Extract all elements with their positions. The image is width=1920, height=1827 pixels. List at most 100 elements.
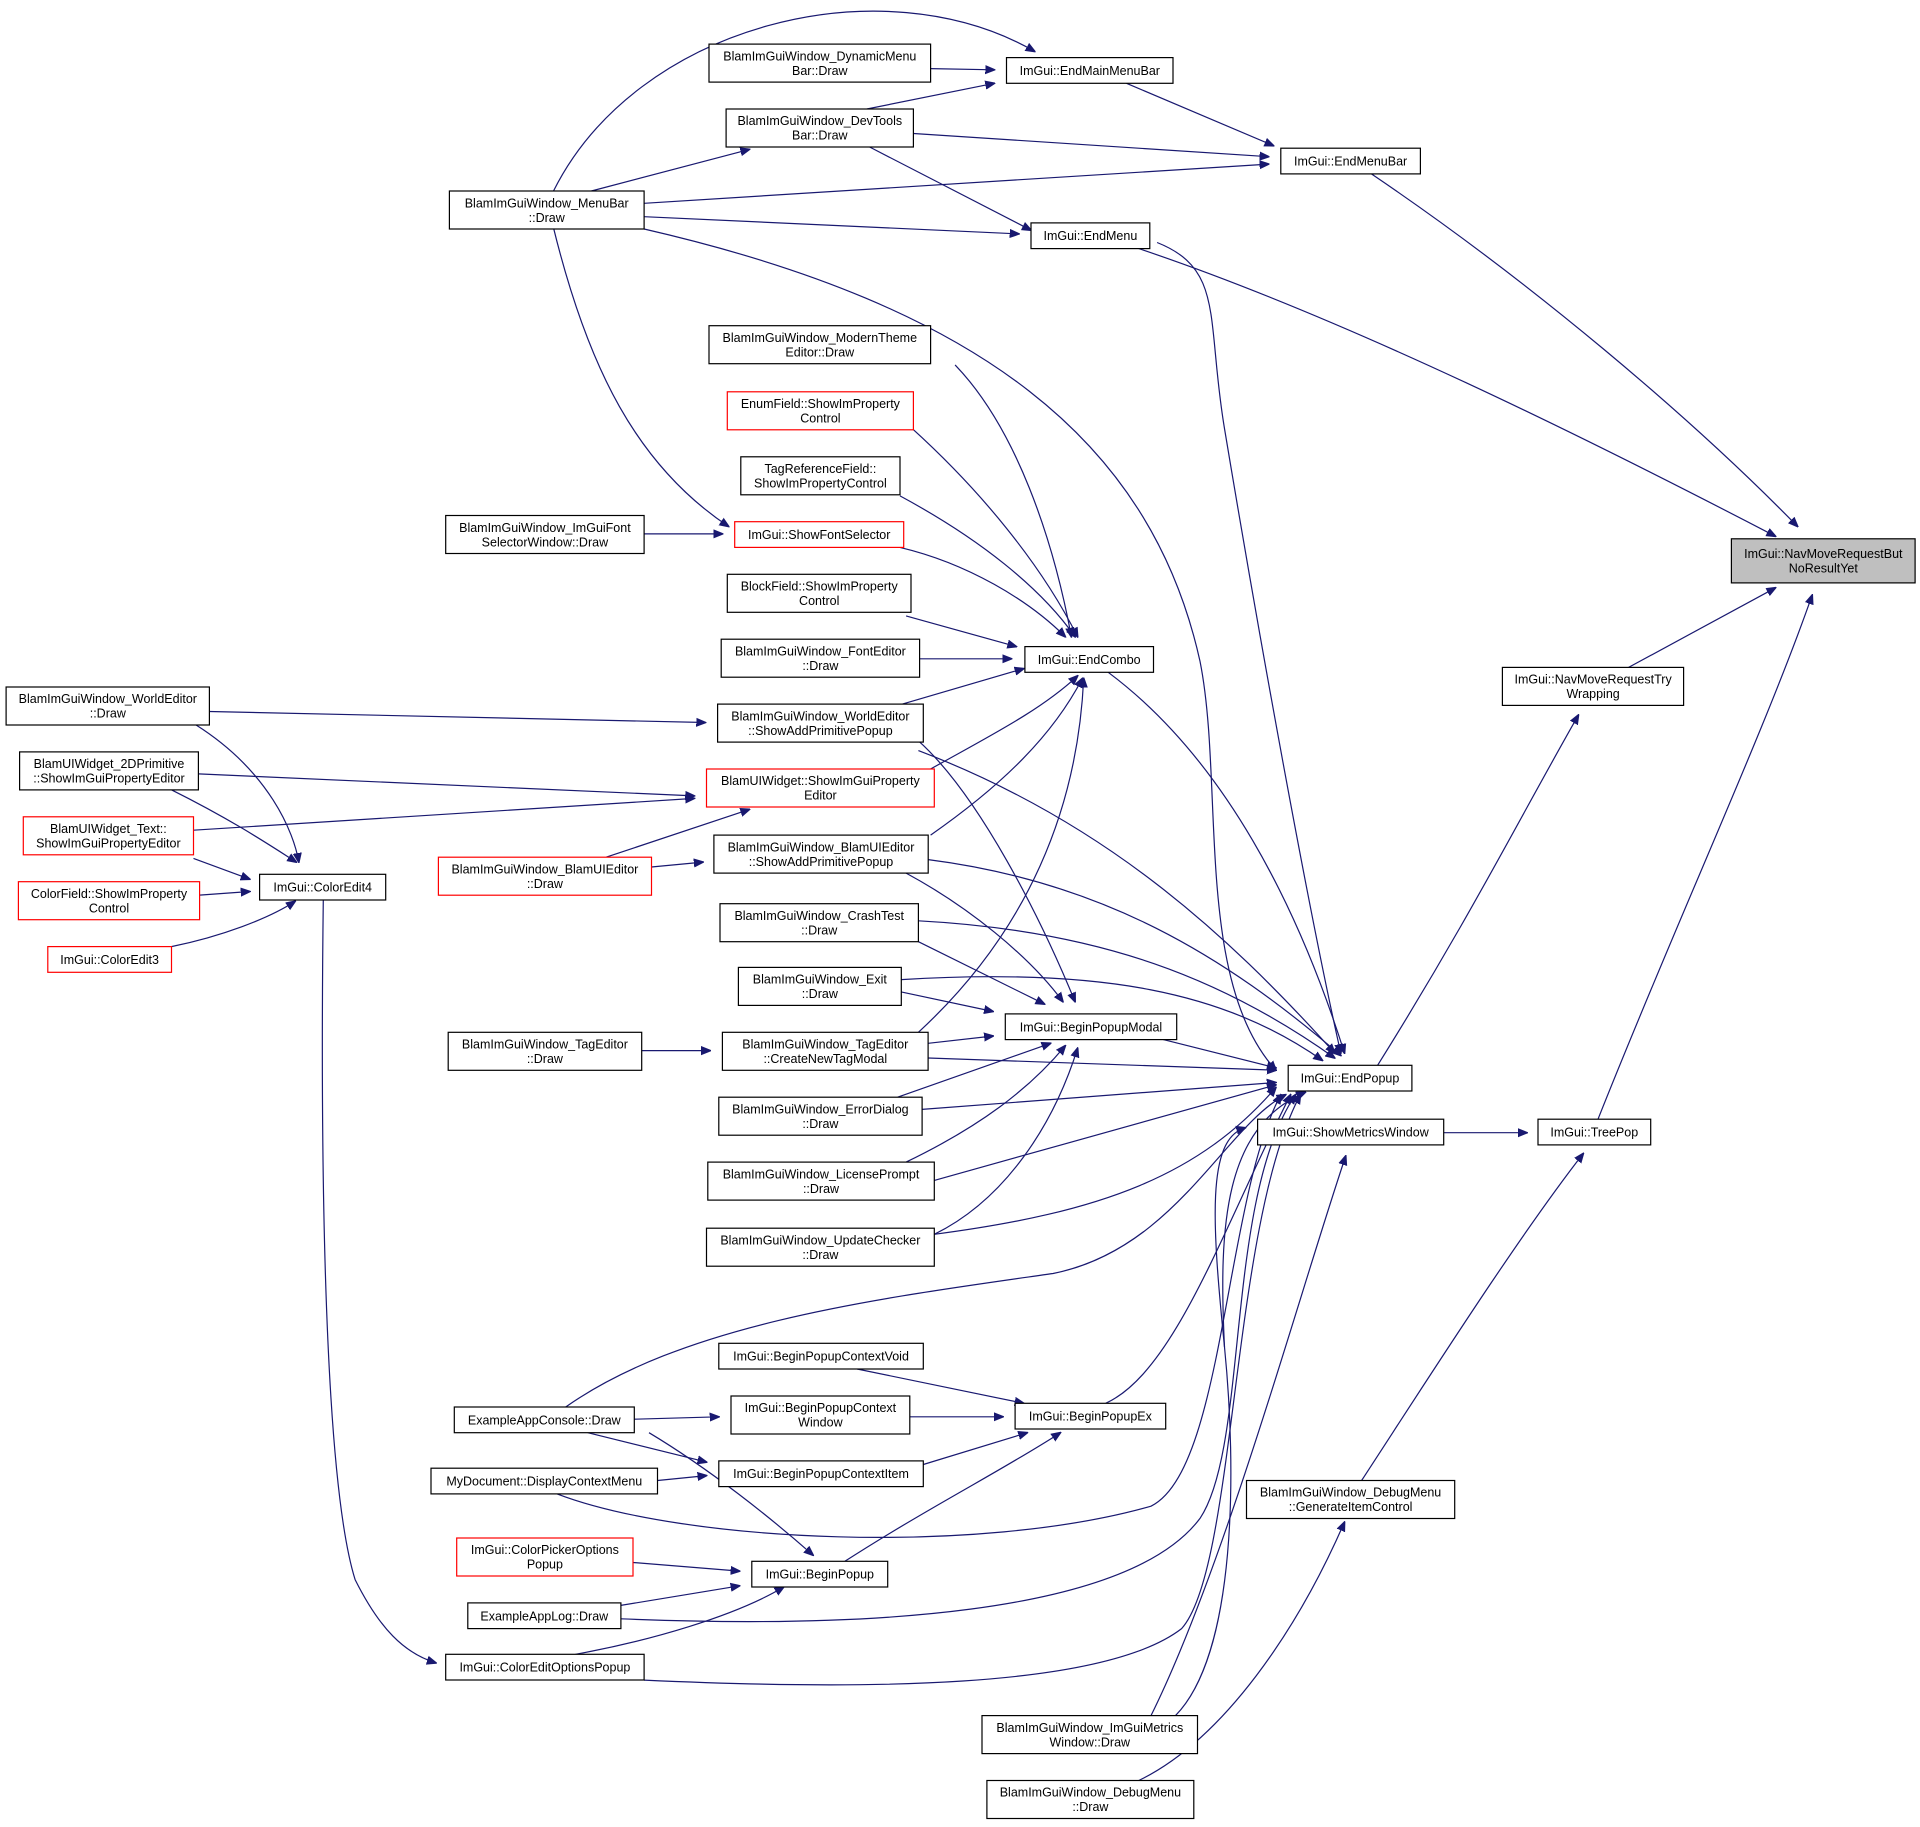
node-tagref[interactable]: TagReferenceField::ShowImPropertyControl bbox=[740, 456, 901, 496]
node-box[interactable] bbox=[726, 573, 912, 613]
node-weaddprim[interactable]: BlamImGuiWindow_WorldEditor::ShowAddPrim… bbox=[716, 703, 924, 743]
node-box[interactable] bbox=[445, 514, 645, 555]
node-treepop[interactable]: ImGui::TreePop bbox=[1537, 1118, 1652, 1146]
node-box[interactable] bbox=[705, 768, 935, 808]
node-w2dprim[interactable]: BlamUIWidget_2DPrimitive::ShowImGuiPrope… bbox=[19, 751, 200, 791]
node-box[interactable] bbox=[719, 903, 919, 943]
node-box[interactable] bbox=[707, 1161, 935, 1201]
node-box[interactable] bbox=[730, 1395, 911, 1435]
node-box[interactable] bbox=[17, 881, 201, 921]
node-box[interactable] bbox=[47, 945, 173, 973]
node-endcombo[interactable]: ImGui::EndCombo bbox=[1024, 645, 1155, 673]
node-box[interactable] bbox=[22, 816, 195, 856]
node-coloreditopt[interactable]: ImGui::ColorEditOptionsPopup bbox=[445, 1653, 645, 1681]
node-box[interactable] bbox=[1030, 222, 1151, 250]
node-box[interactable] bbox=[430, 1467, 659, 1495]
node-fonteditor[interactable]: BlamImGuiWindow_FontEditor::Draw bbox=[720, 638, 921, 678]
node-box[interactable] bbox=[456, 1537, 634, 1577]
node-endpopup[interactable]: ImGui::EndPopup bbox=[1287, 1064, 1413, 1092]
node-mydoc[interactable]: MyDocument::DisplayContextMenu bbox=[430, 1467, 659, 1495]
node-box[interactable] bbox=[725, 108, 914, 148]
node-menubar[interactable]: BlamImGuiWindow_MenuBar::Draw bbox=[448, 190, 645, 230]
node-box[interactable] bbox=[708, 325, 932, 365]
node-box[interactable] bbox=[986, 1779, 1195, 1820]
node-box[interactable] bbox=[5, 686, 211, 726]
node-box[interactable] bbox=[1256, 1118, 1445, 1146]
node-box[interactable] bbox=[453, 1406, 635, 1434]
node-errordialog[interactable]: BlamImGuiWindow_ErrorDialog::Draw bbox=[718, 1096, 923, 1136]
node-box[interactable] bbox=[1730, 538, 1916, 584]
node-showfontsel[interactable]: ImGui::ShowFontSelector bbox=[734, 521, 905, 549]
node-box[interactable] bbox=[1537, 1118, 1652, 1146]
node-box[interactable] bbox=[1287, 1064, 1413, 1092]
node-box[interactable] bbox=[1005, 56, 1174, 84]
node-licenseprompt[interactable]: BlamImGuiWindow_LicensePrompt::Draw bbox=[707, 1161, 935, 1201]
node-box[interactable] bbox=[437, 856, 653, 896]
node-updatechecker[interactable]: BlamImGuiWindow_UpdateChecker::Draw bbox=[705, 1227, 935, 1267]
node-endmenubar[interactable]: ImGui::EndMenuBar bbox=[1280, 147, 1422, 175]
node-box[interactable] bbox=[1004, 1013, 1178, 1041]
node-box[interactable] bbox=[448, 190, 645, 230]
node-createnewtag[interactable]: BlamImGuiWindow_TagEditor::CreateNewTagM… bbox=[721, 1031, 929, 1071]
node-box[interactable] bbox=[716, 703, 924, 743]
node-box[interactable] bbox=[445, 1653, 645, 1681]
node-tageditor[interactable]: BlamImGuiWindow_TagEditor::Draw bbox=[447, 1031, 643, 1071]
node-fontselwin[interactable]: BlamImGuiWindow_ImGuiFontSelectorWindow:… bbox=[445, 514, 645, 555]
node-box[interactable] bbox=[1014, 1402, 1167, 1430]
node-showmetrics[interactable]: ImGui::ShowMetricsWindow bbox=[1256, 1118, 1445, 1146]
node-box[interactable] bbox=[713, 834, 929, 874]
node-box[interactable] bbox=[718, 1342, 924, 1370]
node-box[interactable] bbox=[720, 638, 921, 678]
node-box[interactable] bbox=[705, 1227, 935, 1267]
node-colorfield[interactable]: ColorField::ShowImPropertyControl bbox=[17, 881, 201, 921]
node-beginpopupmodal[interactable]: ImGui::BeginPopupModal bbox=[1004, 1013, 1178, 1041]
node-box[interactable] bbox=[447, 1031, 643, 1071]
node-box[interactable] bbox=[1024, 645, 1155, 673]
node-box[interactable] bbox=[1280, 147, 1422, 175]
node-endmenu[interactable]: ImGui::EndMenu bbox=[1030, 222, 1151, 250]
node-blamuieditor[interactable]: BlamImGuiWindow_BlamUIEditor::Draw bbox=[437, 856, 653, 896]
node-debugmenudraw[interactable]: BlamImGuiWindow_DebugMenu::Draw bbox=[986, 1779, 1195, 1820]
node-bpcitem[interactable]: ImGui::BeginPopupContextItem bbox=[718, 1460, 924, 1488]
node-wtext[interactable]: BlamUIWidget_Text::ShowImGuiPropertyEdit… bbox=[22, 816, 195, 856]
node-bpcvoid[interactable]: ImGui::BeginPopupContextVoid bbox=[718, 1342, 924, 1370]
node-beginpopup[interactable]: ImGui::BeginPopup bbox=[751, 1560, 889, 1588]
node-worldeditor[interactable]: BlamImGuiWindow_WorldEditor::Draw bbox=[5, 686, 211, 726]
node-widgetprop[interactable]: BlamUIWidget::ShowImGuiPropertyEditor bbox=[705, 768, 935, 808]
node-coloredit3[interactable]: ImGui::ColorEdit3 bbox=[47, 945, 173, 973]
node-box[interactable] bbox=[259, 873, 387, 901]
node-box[interactable] bbox=[726, 391, 914, 431]
node-box[interactable] bbox=[708, 43, 932, 83]
node-box[interactable] bbox=[740, 456, 901, 496]
node-coloredit4[interactable]: ImGui::ColorEdit4 bbox=[259, 873, 387, 901]
node-beginpopupex[interactable]: ImGui::BeginPopupEx bbox=[1014, 1402, 1167, 1430]
node-box[interactable] bbox=[721, 1031, 929, 1071]
node-appconsole[interactable]: ExampleAppConsole::Draw bbox=[453, 1406, 635, 1434]
node-box[interactable] bbox=[737, 966, 902, 1007]
node-debugmenugen[interactable]: BlamImGuiWindow_DebugMenu::GenerateItemC… bbox=[1245, 1479, 1456, 1520]
node-box[interactable] bbox=[467, 1602, 622, 1630]
node-box[interactable] bbox=[734, 521, 905, 549]
node-bueaddprim[interactable]: BlamImGuiWindow_BlamUIEditor::ShowAddPri… bbox=[713, 834, 929, 874]
node-box[interactable] bbox=[1501, 666, 1685, 707]
node-blockfield[interactable]: BlockField::ShowImPropertyControl bbox=[726, 573, 912, 613]
node-box[interactable] bbox=[1245, 1479, 1456, 1520]
node-endmainmenubar[interactable]: ImGui::EndMainMenuBar bbox=[1005, 56, 1174, 84]
node-box[interactable] bbox=[19, 751, 200, 791]
node-box[interactable] bbox=[981, 1714, 1199, 1755]
node-enumfield[interactable]: EnumField::ShowImPropertyControl bbox=[726, 391, 914, 431]
node-exitdraw[interactable]: BlamImGuiWindow_Exit::Draw bbox=[737, 966, 902, 1007]
node-crashtest[interactable]: BlamImGuiWindow_CrashTest::Draw bbox=[719, 903, 919, 943]
node-box[interactable] bbox=[751, 1560, 889, 1588]
node-applog[interactable]: ExampleAppLog::Draw bbox=[467, 1602, 622, 1630]
node-box[interactable] bbox=[718, 1460, 924, 1488]
node-box[interactable] bbox=[718, 1096, 923, 1136]
